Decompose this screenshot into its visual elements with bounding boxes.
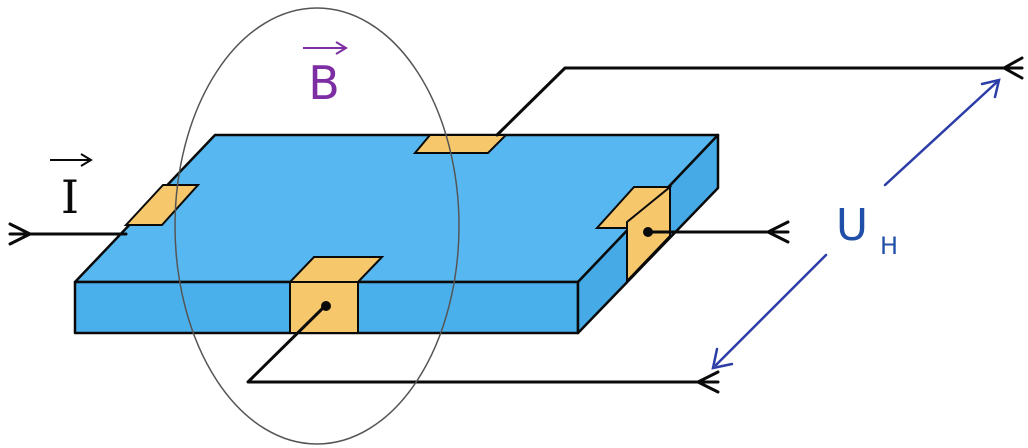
wire-current-in-arrowhead	[8, 222, 32, 246]
wire-current-out-arrowhead	[766, 220, 790, 244]
wire-voltage-front-arrowhead	[696, 370, 720, 394]
hall-voltage-subscript: H	[880, 232, 898, 260]
current-label: I	[61, 170, 79, 224]
hall-voltage-arrow-upper	[883, 80, 999, 187]
contact-left	[123, 184, 201, 226]
wire-voltage-front	[246, 303, 720, 384]
vector-arrow-i-head	[80, 153, 93, 167]
conductor-plate	[73, 133, 720, 335]
hall-voltage-arrow-lower	[714, 253, 828, 367]
magnetic-field-label: B	[308, 56, 340, 110]
magnetic-field-loop	[174, 7, 460, 445]
terminal-dot-right	[643, 227, 653, 237]
hall-voltage-label: U	[836, 200, 868, 251]
hall-voltage-arrowhead-down	[711, 347, 734, 370]
label-current: I	[50, 153, 93, 224]
hall-voltage-arrowhead-up	[980, 78, 1001, 99]
label-magnetic-field: B	[303, 41, 348, 110]
contact-back	[412, 134, 509, 154]
hall-voltage-arrow	[711, 78, 1001, 370]
vector-arrow-b-head	[335, 41, 348, 55]
wire-voltage-back	[495, 66, 1024, 137]
label-hall-voltage: U H	[836, 200, 898, 260]
contacts	[123, 134, 673, 334]
wires	[8, 56, 1024, 394]
terminal-dot-front	[321, 301, 331, 311]
wire-voltage-back-arrowhead	[1002, 56, 1024, 80]
